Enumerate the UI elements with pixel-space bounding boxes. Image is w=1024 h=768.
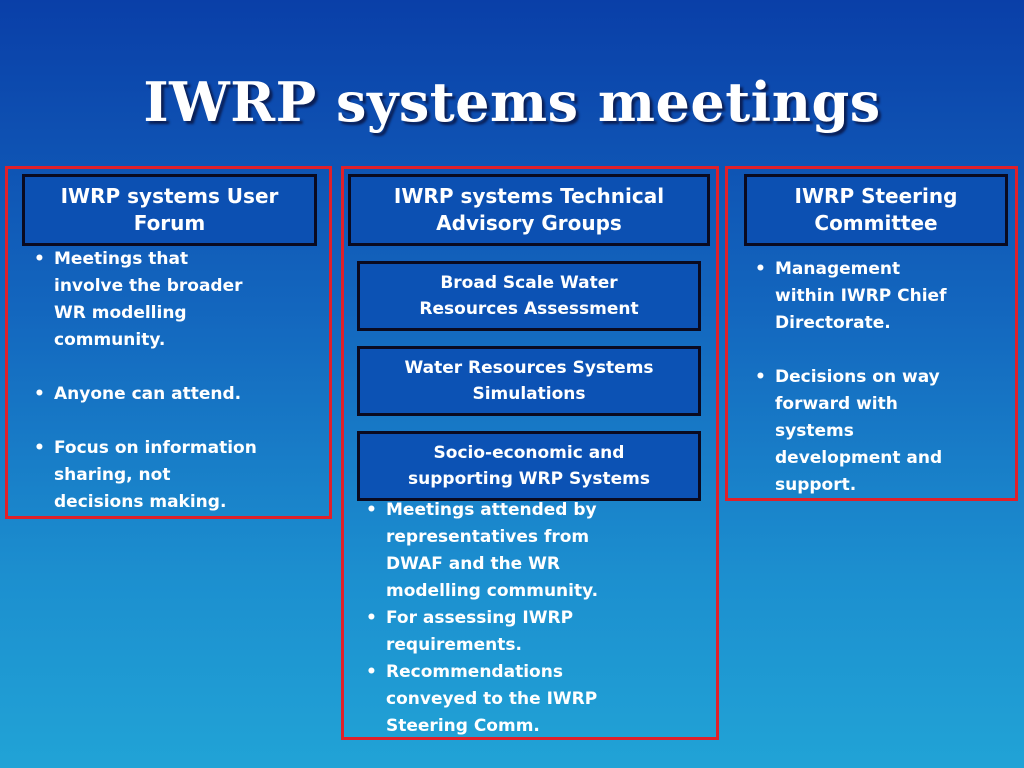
bullet-line: requirements. bbox=[386, 635, 522, 655]
group-box-line: supporting WRP Systems bbox=[408, 469, 650, 489]
bullet-line: Anyone can attend. bbox=[54, 384, 242, 404]
user-forum-header: IWRP systems User Forum bbox=[22, 174, 317, 246]
bullet-dot: • bbox=[755, 259, 766, 279]
bullet-dot: • bbox=[34, 384, 45, 404]
bullet-line: Meetings that bbox=[54, 249, 189, 269]
bullet-line: Decisions on way bbox=[775, 367, 940, 387]
group-box-line: Resources Assessment bbox=[419, 299, 639, 319]
bullet-item: • Anyone can attend. bbox=[28, 381, 318, 408]
group-box-line: Water Resources Systems bbox=[404, 358, 654, 378]
bullet-item: • Decisions on way forward with systems … bbox=[749, 364, 1011, 499]
steering-committee-header-line: IWRP Steering bbox=[794, 184, 958, 208]
steering-committee-header: IWRP Steering Committee bbox=[744, 174, 1008, 246]
bullet-item: • For assessing IWRP requirements. bbox=[360, 605, 710, 659]
bullet-line: Recommendations bbox=[386, 662, 563, 682]
bullet-line: community. bbox=[54, 330, 166, 350]
group-box-socio-economic: Socio-economic and supporting WRP System… bbox=[357, 431, 701, 501]
bullet-line: forward with bbox=[775, 394, 898, 414]
bullet-item: • Meetings that involve the broader WR m… bbox=[28, 246, 318, 354]
bullet-item: • Meetings attended by representatives f… bbox=[360, 497, 710, 605]
group-box-line: Socio-economic and bbox=[433, 443, 625, 463]
steering-committee-bullets: • Management within IWRP Chief Directora… bbox=[749, 256, 1011, 499]
bullet-item: • Management within IWRP Chief Directora… bbox=[749, 256, 1011, 337]
bullet-line: DWAF and the WR bbox=[386, 554, 560, 574]
bullet-line: development and bbox=[775, 448, 943, 468]
slide-title: IWRP systems meetings bbox=[143, 70, 881, 134]
group-box-line: Broad Scale Water bbox=[440, 273, 618, 293]
steering-committee-header-line: Committee bbox=[814, 211, 938, 235]
bullet-line: Meetings attended by bbox=[386, 500, 597, 520]
user-forum-frame bbox=[5, 166, 332, 519]
bullet-line: modelling community. bbox=[386, 581, 599, 601]
bullet-line: support. bbox=[775, 475, 857, 495]
bullet-line: conveyed to the IWRP bbox=[386, 689, 598, 709]
technical-advisory-header-line: Advisory Groups bbox=[436, 211, 622, 235]
bullet-line: Focus on information bbox=[54, 438, 257, 458]
bullet-line: WR modelling bbox=[54, 303, 187, 323]
bullet-line: Steering Comm. bbox=[386, 716, 540, 736]
technical-advisory-bullets: • Meetings attended by representatives f… bbox=[360, 497, 710, 740]
bullet-item: • Focus on information sharing, not deci… bbox=[28, 435, 318, 516]
bullet-dot: • bbox=[755, 367, 766, 387]
user-forum-bullets: • Meetings that involve the broader WR m… bbox=[28, 246, 318, 516]
bullet-line: systems bbox=[775, 421, 854, 441]
technical-advisory-header-line: IWRP systems Technical bbox=[393, 184, 665, 208]
bullet-dot: • bbox=[366, 500, 377, 520]
technical-advisory-header: IWRP systems Technical Advisory Groups bbox=[348, 174, 710, 246]
user-forum-header-line: IWRP systems User bbox=[60, 184, 279, 208]
bullet-line: Directorate. bbox=[775, 313, 891, 333]
bullet-line: For assessing IWRP bbox=[386, 608, 574, 628]
bullet-dot: • bbox=[34, 249, 45, 269]
bullet-line: sharing, not bbox=[54, 465, 171, 485]
bullet-line: within IWRP Chief bbox=[775, 286, 947, 306]
technical-advisory-frame bbox=[341, 166, 719, 740]
bullet-dot: • bbox=[366, 608, 377, 628]
bullet-line: Management bbox=[775, 259, 901, 279]
group-box-broad-scale: Broad Scale Water Resources Assessment bbox=[357, 261, 701, 331]
bullet-line: decisions making. bbox=[54, 492, 227, 512]
bullet-line: representatives from bbox=[386, 527, 590, 547]
group-box-systems-simulations: Water Resources Systems Simulations bbox=[357, 346, 701, 416]
group-box-line: Simulations bbox=[472, 384, 586, 404]
steering-committee-frame bbox=[725, 166, 1018, 501]
bullet-item: • Recommendations conveyed to the IWRP S… bbox=[360, 659, 710, 740]
user-forum-header-line: Forum bbox=[133, 211, 206, 235]
bullet-dot: • bbox=[34, 438, 45, 458]
bullet-dot: • bbox=[366, 662, 377, 682]
bullet-line: involve the broader bbox=[54, 276, 243, 296]
